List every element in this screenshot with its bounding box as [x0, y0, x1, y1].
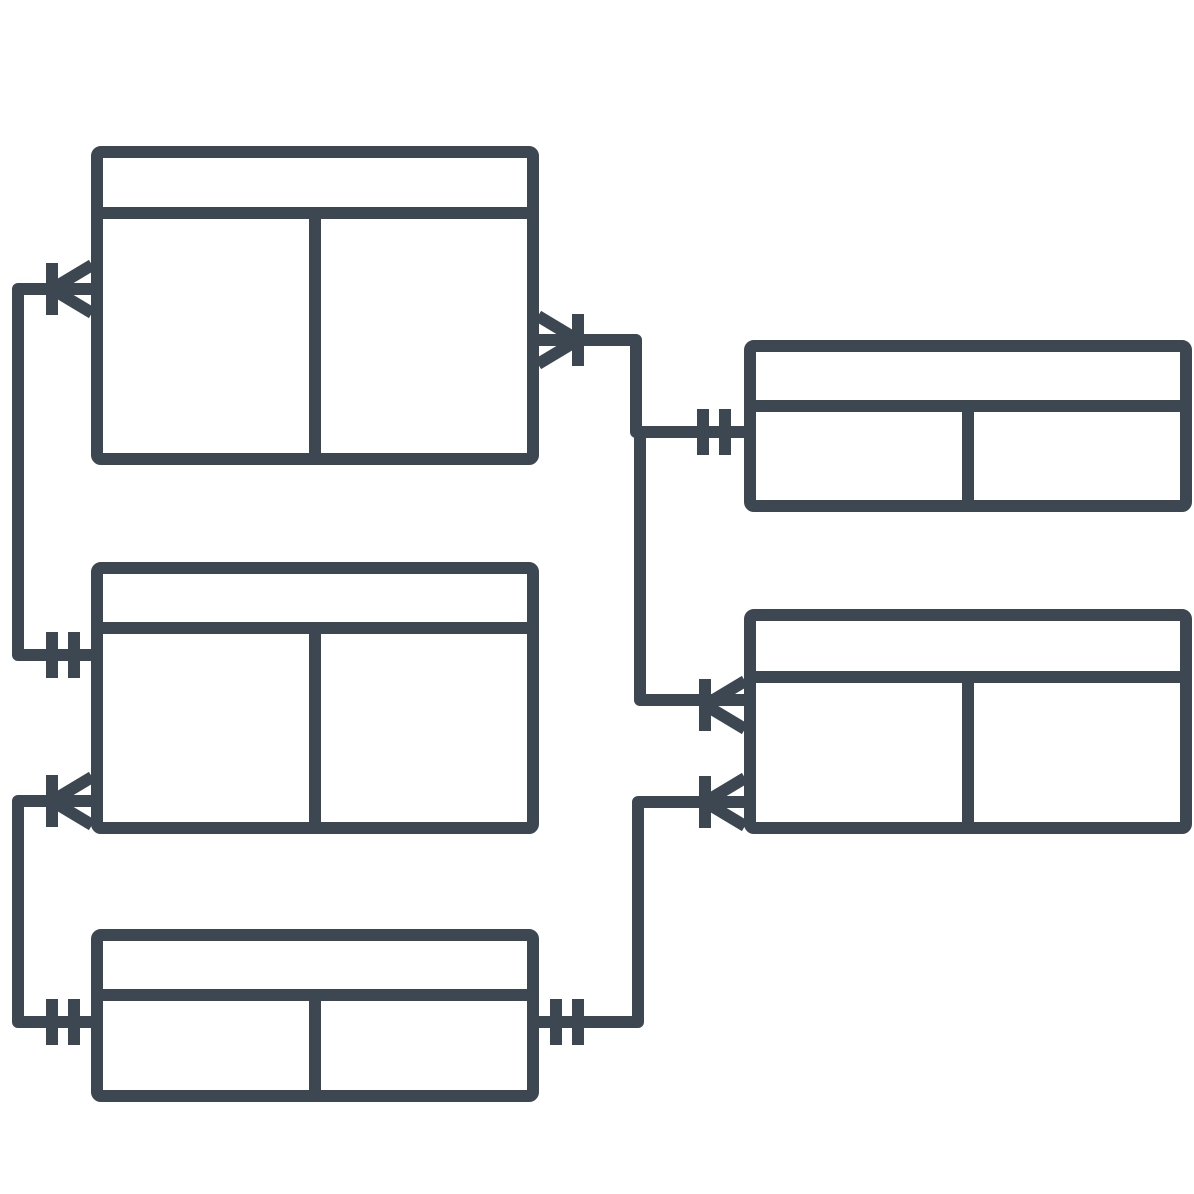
relationship-line-5: [538, 796, 745, 1028]
relationship-line-1: [12, 283, 92, 661]
relationship-line-4: [634, 432, 745, 706]
relationship-line-3: [538, 334, 745, 438]
relationship-line-2: [12, 795, 92, 1028]
